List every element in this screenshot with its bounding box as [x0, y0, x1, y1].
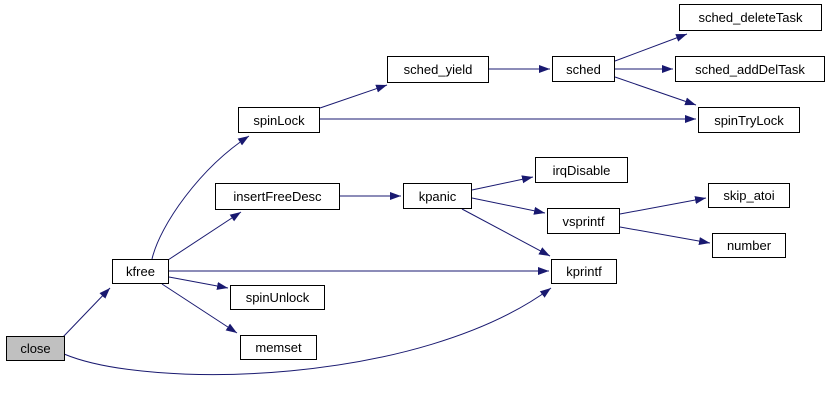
- edge-kpanic-to-vsprintf: [471, 197, 546, 215]
- node-kpanic[interactable]: kpanic: [403, 183, 472, 209]
- edge-kpanic-to-kprintf: [461, 208, 551, 257]
- node-kfree[interactable]: kfree: [112, 259, 169, 284]
- node-spinUnlock[interactable]: spinUnlock: [230, 285, 325, 310]
- edge-close-to-kfree: [62, 287, 111, 338]
- edge-kfree-to-insertFreeDesc: [167, 211, 242, 261]
- edge-spinLock-to-sched_yield: [319, 84, 388, 109]
- node-sched_yield[interactable]: sched_yield: [387, 56, 489, 83]
- node-sched_addDelTask[interactable]: sched_addDelTask: [675, 56, 825, 82]
- edge-kfree-to-spinLock: [151, 135, 250, 260]
- node-sched_deleteTask[interactable]: sched_deleteTask: [679, 4, 822, 31]
- node-skip_atoi[interactable]: skip_atoi: [708, 183, 790, 208]
- edge-kfree-to-spinUnlock: [168, 276, 229, 290]
- node-memset[interactable]: memset: [240, 335, 317, 360]
- node-kprintf[interactable]: kprintf: [551, 259, 617, 284]
- edge-vsprintf-to-number: [619, 226, 711, 246]
- node-spinLock[interactable]: spinLock: [238, 107, 320, 133]
- edge-sched-to-sched_deleteTask: [614, 33, 688, 62]
- edge-vsprintf-to-skip_atoi: [619, 196, 707, 215]
- edge-sched-to-spinTryLock: [614, 76, 697, 106]
- edge-close-to-kprintf: [63, 287, 552, 376]
- edge-kpanic-to-irqDisable: [471, 175, 534, 191]
- node-number[interactable]: number: [712, 233, 786, 258]
- edge-kfree-to-memset: [161, 283, 238, 334]
- node-close: close: [6, 336, 65, 361]
- node-irqDisable[interactable]: irqDisable: [535, 157, 628, 183]
- node-sched[interactable]: sched: [552, 56, 615, 82]
- node-vsprintf[interactable]: vsprintf: [547, 208, 620, 234]
- node-spinTryLock[interactable]: spinTryLock: [698, 107, 800, 133]
- node-insertFreeDesc[interactable]: insertFreeDesc: [215, 183, 340, 210]
